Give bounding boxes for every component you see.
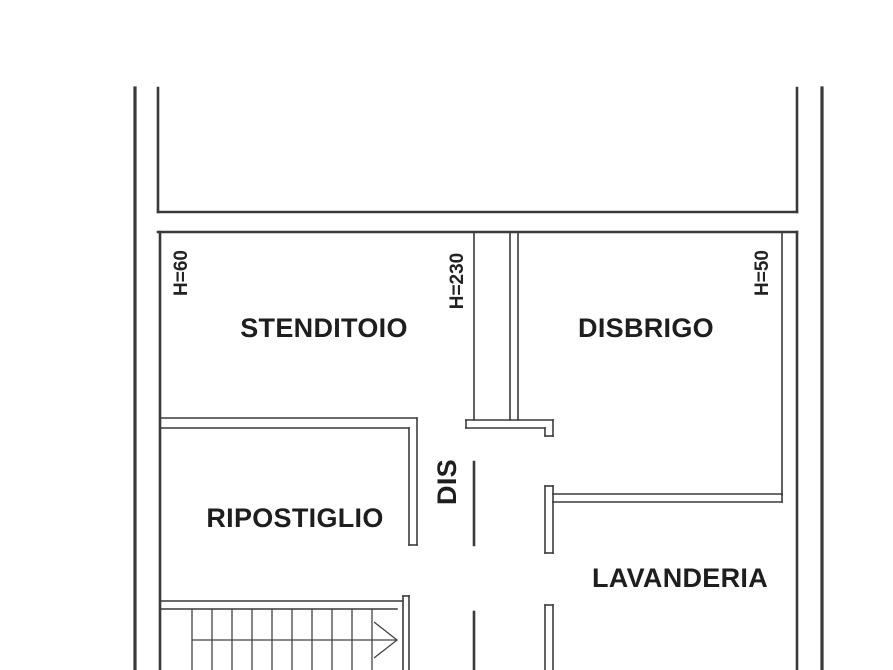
room-label-ripostiglio: RIPOSTIGLIO (206, 503, 383, 533)
room-label-stenditoio: STENDITOIO (240, 313, 408, 343)
height-label-stenditoio: H=60 (171, 250, 192, 296)
room-label-lavanderia: LAVANDERIA (592, 563, 768, 593)
lavanderia-walls (544, 485, 783, 670)
interior-boundary (156, 230, 799, 670)
stenditoio-walls (159, 231, 475, 546)
height-label-disbrigo: H=50 (752, 250, 773, 296)
terrace-walls (156, 86, 799, 214)
outer-walls (133, 86, 824, 670)
height-label-corridor: H=230 (447, 253, 468, 310)
room-label-dis: DIS (432, 459, 462, 505)
staircase (159, 595, 410, 670)
disbrigo-walls (465, 231, 783, 496)
stair-direction-arrow (373, 621, 399, 659)
room-label-disbrigo: DISBRIGO (578, 313, 714, 343)
